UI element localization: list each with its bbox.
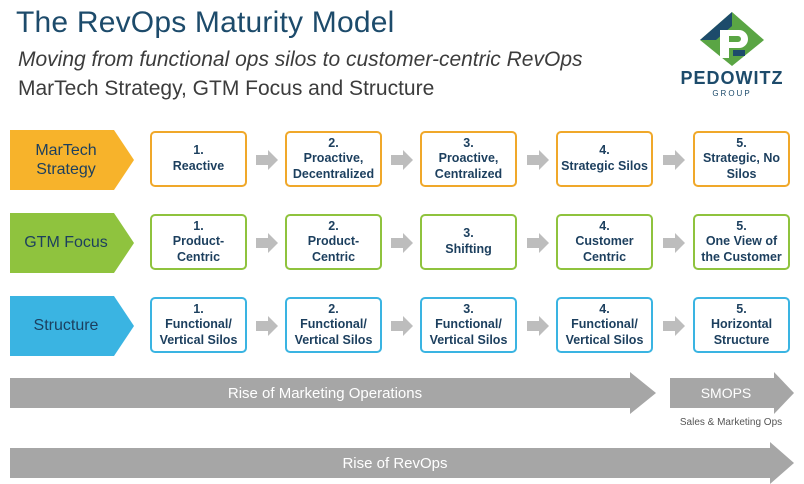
stage-number: 3. xyxy=(463,226,474,241)
structure-stage-4: 4.Functional/ Vertical Silos xyxy=(556,297,653,353)
structure-stage-3: 3.Functional/ Vertical Silos xyxy=(420,297,517,353)
stage-text: Functional/ Vertical Silos xyxy=(429,317,508,347)
gtm-arrow-shape xyxy=(10,213,134,273)
martech-stage-5: 5.Strategic, No Silos xyxy=(693,131,790,187)
logo-wordmark: PEDOWITZ xyxy=(680,68,784,88)
martech-stage-4: 4.Strategic Silos xyxy=(556,131,653,187)
stage-number: 1. xyxy=(193,143,204,158)
stage-number: 5. xyxy=(736,135,747,150)
gtm-stage-3: 3.Shifting xyxy=(420,214,517,270)
chevron-right-icon xyxy=(527,316,549,336)
page-title: The RevOps Maturity Model xyxy=(16,6,395,39)
stage-text: Reactive xyxy=(172,159,225,173)
marketing-ops-arrow-shape xyxy=(10,372,656,414)
chevron-right-icon xyxy=(391,316,413,336)
page-subtitle-secondary: MarTech Strategy, GTM Focus and Structur… xyxy=(18,77,435,100)
pedowitz-logo-icon xyxy=(700,12,764,66)
stage-number: 4. xyxy=(599,301,610,316)
stage-text: Product-Centric xyxy=(307,234,360,264)
stage-text: Horizontal Structure xyxy=(710,317,773,347)
row-label-gtm: GTM Focus xyxy=(10,213,134,273)
row-label-structure-text: Structure xyxy=(33,317,99,335)
structure-stage-1: 1.Functional/ Vertical Silos xyxy=(150,297,247,353)
stage-text: Product-Centric xyxy=(172,234,225,264)
stage-text: Functional/ Vertical Silos xyxy=(294,317,373,347)
gtm-stage-4: 4.Customer Centric xyxy=(556,214,653,270)
smops-subtitle: Sales & Marketing Ops xyxy=(679,417,783,428)
stage-number: 1. xyxy=(193,218,204,233)
martech-arrow-shape xyxy=(10,130,134,190)
smops-arrow: SMOPS xyxy=(670,372,794,414)
chevron-right-icon xyxy=(663,150,685,170)
stage-number: 4. xyxy=(599,218,610,233)
row-label-structure: Structure xyxy=(10,296,134,356)
revops-label: Rise of RevOps xyxy=(342,454,448,472)
row-label-martech: MarTech Strategy xyxy=(10,130,134,190)
gtm-stage-5: 5.One View of the Customer xyxy=(693,214,790,270)
smops-arrow-shape xyxy=(670,372,794,414)
stage-number: 1. xyxy=(193,301,204,316)
chevron-right-icon xyxy=(256,233,278,253)
page-subtitle: Moving from functional ops silos to cust… xyxy=(18,48,583,71)
marketing-ops-arrow: Rise of Marketing Operations xyxy=(10,372,656,414)
revops-arrow: Rise of RevOps xyxy=(10,442,794,484)
martech-stage-2: 2.Proactive, Decentralized xyxy=(285,131,382,187)
stage-number: 4. xyxy=(599,143,610,158)
logo-subtext: GROUP xyxy=(712,89,752,98)
structure-stage-2: 2.Functional/ Vertical Silos xyxy=(285,297,382,353)
stage-number: 3. xyxy=(463,135,474,150)
pedowitz-logo: PEDOWITZ GROUP xyxy=(672,10,792,102)
chevron-right-icon xyxy=(527,233,549,253)
structure-stage-5: 5.Horizontal Structure xyxy=(693,297,790,353)
stage-text: Shifting xyxy=(445,242,492,256)
stage-number: 3. xyxy=(463,301,474,316)
stage-text: Strategic Silos xyxy=(561,159,648,173)
chevron-right-icon xyxy=(256,316,278,336)
stage-text: Functional/ Vertical Silos xyxy=(159,317,238,347)
marketing-ops-label: Rise of Marketing Operations xyxy=(227,384,423,402)
gtm-stage-1: 1.Product-Centric xyxy=(150,214,247,270)
smops-label: SMOPS xyxy=(700,385,752,401)
martech-stage-3: 3.Proactive, Centralized xyxy=(420,131,517,187)
structure-arrow-shape xyxy=(10,296,134,356)
chevron-right-icon xyxy=(663,233,685,253)
chevron-right-icon xyxy=(527,150,549,170)
chevron-right-icon xyxy=(391,150,413,170)
chevron-right-icon xyxy=(663,316,685,336)
stage-text: Customer Centric xyxy=(575,234,634,264)
stage-text: Strategic, No Silos xyxy=(702,151,781,181)
stage-number: 2. xyxy=(328,301,339,316)
stage-number: 5. xyxy=(736,218,747,233)
stage-text: One View of the Customer xyxy=(701,234,782,264)
chevron-right-icon xyxy=(391,233,413,253)
row-label-martech-text: MarTech Strategy xyxy=(35,141,97,178)
stage-text: Functional/ Vertical Silos xyxy=(565,317,644,347)
stage-text: Proactive, Decentralized xyxy=(292,151,375,181)
gtm-stage-2: 2.Product-Centric xyxy=(285,214,382,270)
stage-number: 2. xyxy=(328,218,339,233)
stage-number: 5. xyxy=(736,301,747,316)
stage-text: Proactive, Centralized xyxy=(434,151,503,181)
revops-arrow-shape xyxy=(10,442,794,484)
stage-number: 2. xyxy=(328,135,339,150)
martech-stage-1: 1.Reactive xyxy=(150,131,247,187)
chevron-right-icon xyxy=(256,150,278,170)
row-label-gtm-text: GTM Focus xyxy=(24,234,108,252)
